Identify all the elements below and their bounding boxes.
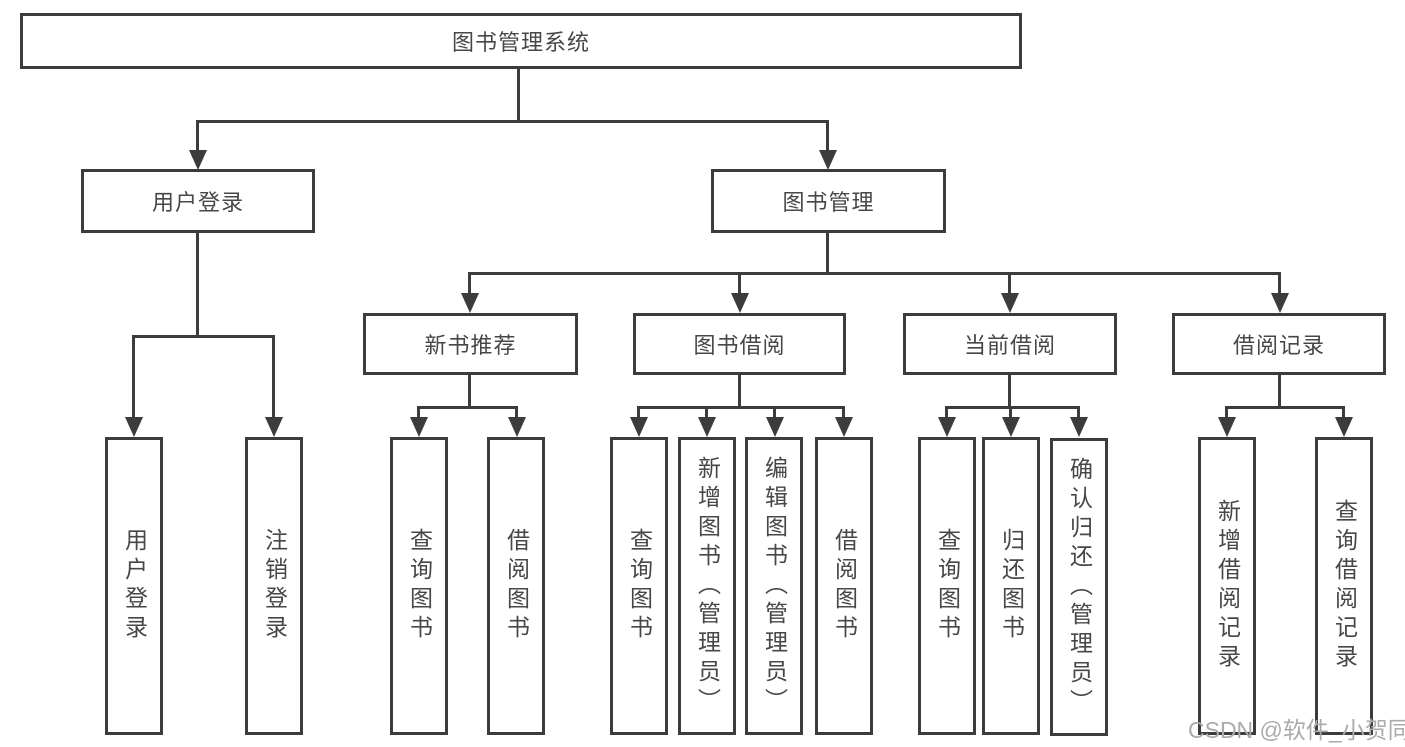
connector-line bbox=[1278, 375, 1281, 409]
leaf-logout: 注销登录 bbox=[245, 437, 303, 735]
watermark: CSDN @软件_小贺同学 bbox=[1188, 717, 1405, 743]
node-label: 确认归还（管理员） bbox=[1066, 456, 1093, 718]
arrow-down-icon bbox=[461, 293, 479, 313]
node-label: 查询图书 bbox=[626, 528, 653, 644]
node-label: 归还图书 bbox=[998, 528, 1025, 644]
node-label: 借阅图书 bbox=[503, 528, 530, 644]
arrow-down-icon bbox=[265, 417, 283, 437]
node-label: 用户登录 bbox=[121, 528, 148, 644]
leaf-edit-books-admin: 编辑图书（管理员） bbox=[745, 437, 803, 735]
connector-line bbox=[637, 406, 640, 418]
arrow-down-icon bbox=[189, 150, 207, 170]
leaf-return-books: 归还图书 bbox=[982, 437, 1040, 735]
arrow-down-icon bbox=[1070, 417, 1088, 437]
connector-line bbox=[468, 272, 471, 295]
leaf-borrow-books: 借阅图书 bbox=[815, 437, 873, 735]
arrow-down-icon bbox=[819, 150, 837, 170]
node-label: 图书管理系统 bbox=[451, 30, 590, 55]
connector-line bbox=[132, 335, 275, 338]
arrow-down-icon bbox=[125, 417, 143, 437]
leaf-user-login: 用户登录 bbox=[105, 437, 163, 735]
leaf-confirm-return-admin: 确认归还（管理员） bbox=[1050, 438, 1108, 736]
connector-line bbox=[705, 406, 708, 418]
leaf-add-books-admin: 新增图书（管理员） bbox=[678, 437, 736, 735]
node-book-management: 图书管理 bbox=[711, 169, 946, 233]
connector-line bbox=[738, 272, 741, 295]
connector-line bbox=[132, 335, 135, 418]
node-label: 查询图书 bbox=[406, 528, 433, 644]
connector-line bbox=[773, 406, 776, 418]
arrow-down-icon bbox=[835, 417, 853, 437]
connector-line bbox=[1225, 406, 1345, 409]
leaf-query-books-recommend: 查询图书 bbox=[390, 437, 448, 735]
connector-line bbox=[826, 233, 829, 272]
connector-line bbox=[417, 406, 420, 418]
node-current-borrowing: 当前借阅 bbox=[903, 313, 1117, 375]
node-label: 查询借阅记录 bbox=[1331, 499, 1358, 673]
connector-line bbox=[738, 375, 741, 409]
node-label: 借阅记录 bbox=[1232, 333, 1325, 358]
arrow-down-icon bbox=[1218, 417, 1236, 437]
connector-line bbox=[842, 406, 845, 418]
node-label: 新增图书（管理员） bbox=[694, 455, 721, 717]
connector-line bbox=[1077, 406, 1080, 418]
connector-line bbox=[945, 406, 948, 418]
connector-line bbox=[1008, 375, 1011, 409]
arrow-down-icon bbox=[630, 417, 648, 437]
node-label: 注销登录 bbox=[261, 528, 288, 644]
node-label: 编辑图书（管理员） bbox=[761, 455, 788, 717]
node-label: 图书管理 bbox=[782, 190, 875, 215]
node-new-book-recommendation: 新书推荐 bbox=[363, 313, 578, 375]
node-label: 用户登录 bbox=[151, 190, 244, 215]
leaf-borrow-books-recommend: 借阅图书 bbox=[487, 437, 545, 735]
node-label: 借阅图书 bbox=[831, 528, 858, 644]
node-label: 当前借阅 bbox=[963, 333, 1056, 358]
arrow-down-icon bbox=[410, 417, 428, 437]
arrow-down-icon bbox=[938, 417, 956, 437]
arrow-down-icon bbox=[1271, 293, 1289, 313]
node-user-login: 用户登录 bbox=[81, 169, 315, 233]
connector-line bbox=[515, 406, 518, 418]
arrow-down-icon bbox=[766, 417, 784, 437]
connector-line bbox=[468, 272, 1280, 275]
connector-line bbox=[468, 375, 471, 409]
connector-line bbox=[272, 335, 275, 418]
arrow-down-icon bbox=[1335, 417, 1353, 437]
connector-line bbox=[1008, 272, 1011, 295]
connector-line bbox=[196, 233, 199, 337]
node-label: 新书推荐 bbox=[424, 333, 517, 358]
leaf-query-books-current: 查询图书 bbox=[918, 437, 976, 735]
arrow-down-icon bbox=[731, 293, 749, 313]
node-borrowing-records: 借阅记录 bbox=[1172, 313, 1386, 375]
connector-line bbox=[417, 406, 518, 409]
leaf-add-borrow-record: 新增借阅记录 bbox=[1198, 437, 1256, 735]
connector-line bbox=[637, 406, 845, 409]
connector-line bbox=[196, 120, 199, 152]
connector-line bbox=[945, 406, 1080, 409]
arrow-down-icon bbox=[698, 417, 716, 437]
node-label: 查询图书 bbox=[934, 528, 961, 644]
arrow-down-icon bbox=[1001, 293, 1019, 313]
node-label: 新增借阅记录 bbox=[1214, 499, 1241, 673]
connector-line bbox=[1342, 406, 1345, 418]
connector-line bbox=[1225, 406, 1228, 418]
connector-line bbox=[1009, 406, 1012, 418]
leaf-query-books-borrowing: 查询图书 bbox=[610, 437, 668, 735]
arrow-down-icon bbox=[508, 417, 526, 437]
connector-line bbox=[196, 120, 829, 123]
arrow-down-icon bbox=[1002, 417, 1020, 437]
connector-line bbox=[517, 69, 520, 120]
node-library-management-system: 图书管理系统 bbox=[20, 13, 1022, 69]
leaf-query-borrow-record: 查询借阅记录 bbox=[1315, 437, 1373, 735]
node-book-borrowing: 图书借阅 bbox=[633, 313, 846, 375]
connector-line bbox=[1278, 272, 1281, 295]
connector-line bbox=[826, 120, 829, 152]
node-label: 图书借阅 bbox=[693, 333, 786, 358]
